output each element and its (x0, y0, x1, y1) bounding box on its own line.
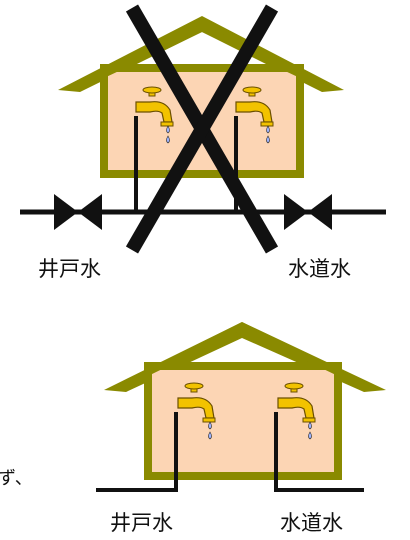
top-diagram: 井戸水 水道水 (20, 4, 386, 281)
valve-icon (54, 194, 102, 230)
top-right-label: 水道水 (288, 257, 351, 281)
top-left-label: 井戸水 (38, 257, 101, 281)
bottom-diagram: 井戸水 水道水 (96, 322, 386, 535)
bottom-right-pipe (274, 412, 364, 492)
cross-mark-icon (125, 4, 279, 254)
bottom-left-pipe (96, 412, 178, 492)
bottom-right-label: 水道水 (280, 511, 343, 535)
side-text-fragment: ず、 (0, 468, 33, 489)
valve-icon (284, 194, 332, 230)
bottom-house-roof (104, 322, 386, 392)
bottom-left-label: 井戸水 (110, 511, 173, 535)
